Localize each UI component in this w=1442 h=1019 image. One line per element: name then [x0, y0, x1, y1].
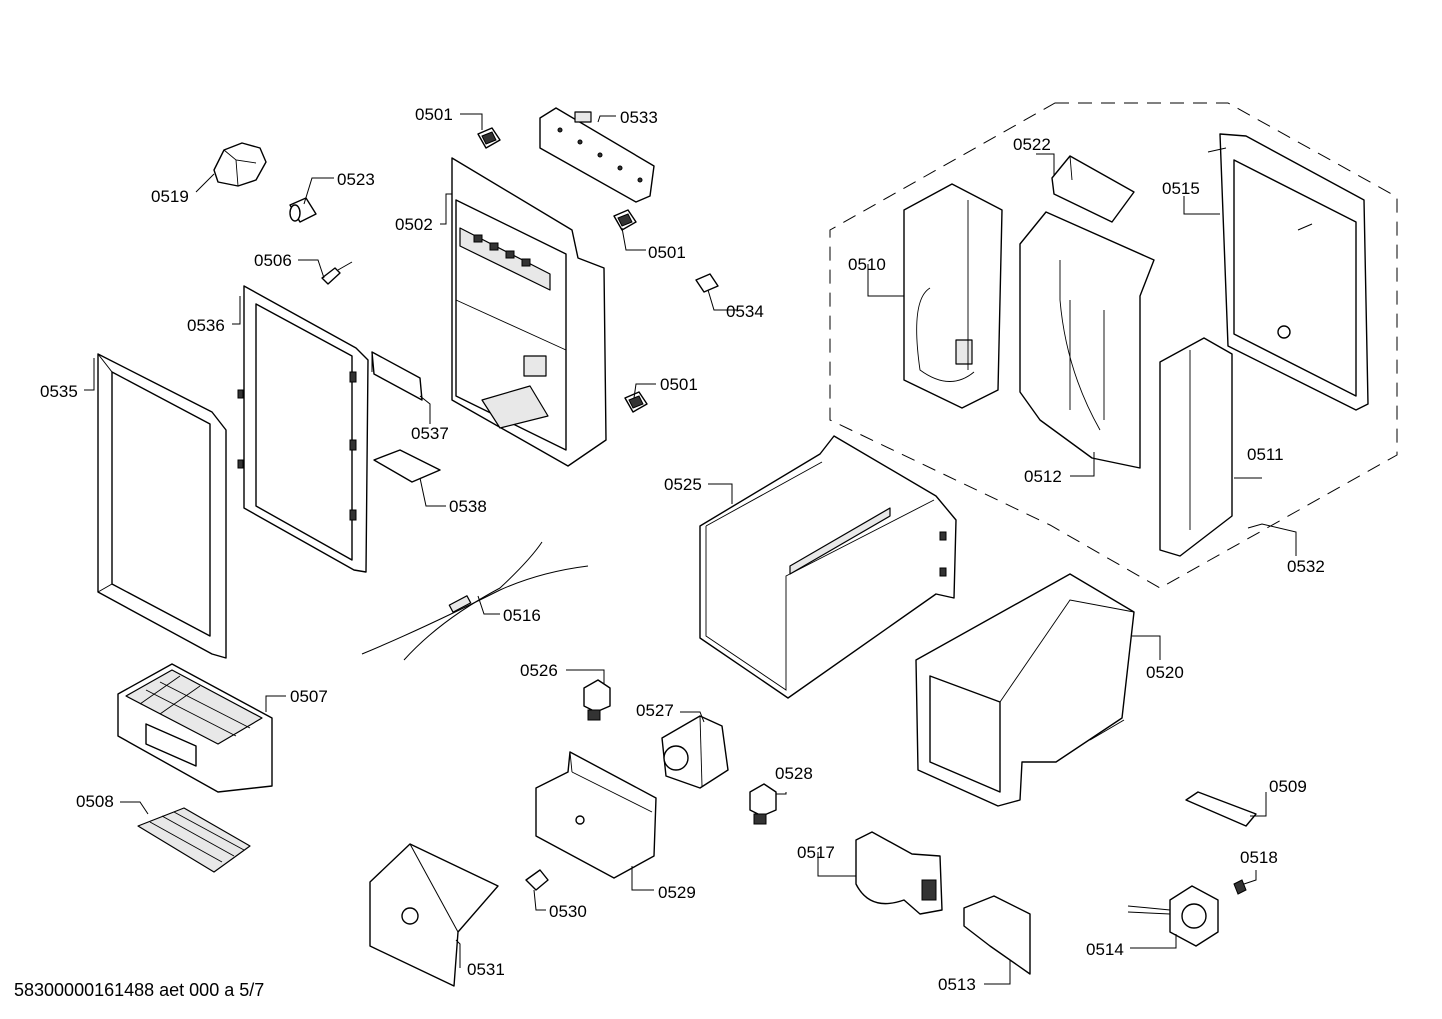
part-0537-drawing: [371, 351, 423, 401]
part-0534-drawing: [695, 273, 719, 293]
part-0536-drawing: [237, 285, 369, 573]
part-label: 0529: [658, 883, 696, 902]
part-0515-drawing: [1207, 133, 1369, 411]
part-label: 0525: [664, 475, 702, 494]
part-label: 0512: [1024, 467, 1062, 486]
part-label: 0506: [254, 251, 292, 270]
part-0538-drawing: [373, 449, 441, 483]
part-label: 0535: [40, 382, 78, 401]
part-label: 0520: [1146, 663, 1184, 682]
part-label: 0510: [848, 255, 886, 274]
part-0501-clip-b: [613, 209, 637, 231]
part-label: 0534: [726, 302, 764, 321]
part-label: 0507: [290, 687, 328, 706]
part-label: 0522: [1013, 135, 1051, 154]
part-0506-drawing: [321, 261, 353, 285]
part-label: 0528: [775, 764, 813, 783]
part-0527-drawing: [661, 715, 729, 789]
part-label: 0536: [187, 316, 225, 335]
part-0529-drawing: [535, 751, 657, 879]
part-label: 0519: [151, 187, 189, 206]
part-label: 0501: [415, 105, 453, 124]
part-label: 0537: [411, 424, 449, 443]
part-labels: 0501 0533 0519 0523 0502 0501 0506 0534 …: [40, 105, 1325, 994]
part-0523-drawing: [289, 197, 317, 223]
part-label: 0527: [636, 701, 674, 720]
part-0530-drawing: [525, 869, 549, 891]
part-0513-drawing: [963, 895, 1031, 975]
document-id: 58300000161488 aet 000 a 5/7: [14, 980, 265, 1000]
part-label: 0517: [797, 843, 835, 862]
part-0525-drawing: [699, 435, 957, 699]
part-label: 0511: [1247, 445, 1284, 464]
part-0535-drawing: [97, 353, 227, 659]
part-label: 0526: [520, 661, 558, 680]
part-label: 0531: [467, 960, 505, 979]
part-label: 0513: [938, 975, 976, 994]
part-label: 0523: [337, 170, 375, 189]
part-0517-drawing: [855, 831, 943, 915]
part-0522-drawing: [1051, 155, 1135, 223]
part-label: 0538: [449, 497, 487, 516]
part-0507-drawing: [117, 663, 273, 793]
part-0509-drawing: [1185, 791, 1257, 827]
part-label: 0501: [648, 243, 686, 262]
part-0502-drawing: [451, 157, 607, 467]
part-0520-drawing: [915, 573, 1135, 807]
part-0518-drawing: [1233, 879, 1247, 895]
leader-lines: [84, 113, 1297, 985]
part-label: 0515: [1162, 179, 1200, 198]
part-label: 0508: [76, 792, 114, 811]
part-0528-drawing: [749, 783, 777, 825]
part-0510-drawing: [903, 183, 1003, 409]
part-0501-clip-a: [477, 127, 501, 149]
part-0508-drawing: [137, 807, 251, 873]
part-0519-drawing: [213, 142, 267, 187]
part-0511-drawing: [1159, 337, 1233, 557]
part-label: 0518: [1240, 848, 1278, 867]
part-label: 0533: [620, 108, 658, 127]
part-0514-drawing: [1127, 885, 1219, 947]
part-label: 0501: [660, 375, 698, 394]
part-0512-drawing: [1019, 211, 1155, 469]
part-label: 0532: [1287, 557, 1325, 576]
part-label: 0509: [1269, 777, 1307, 796]
part-label: 0530: [549, 902, 587, 921]
part-0526-drawing: [583, 679, 611, 721]
assembly-0532-boundary: [829, 102, 1398, 589]
part-0533-drawing: [539, 107, 655, 203]
part-label: 0514: [1086, 940, 1124, 959]
part-label: 0502: [395, 215, 433, 234]
part-0531-drawing: [369, 843, 499, 987]
part-0501-clip-c: [624, 391, 648, 413]
part-0516-drawing: [361, 541, 589, 661]
part-label: 0516: [503, 606, 541, 625]
